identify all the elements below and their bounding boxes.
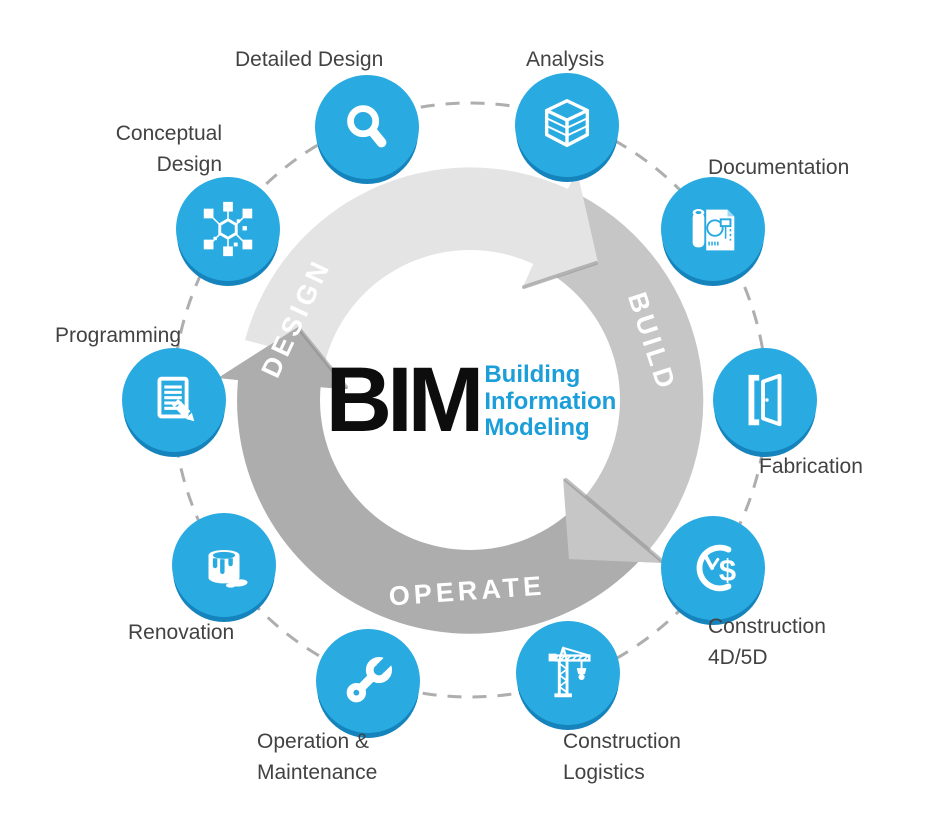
node-label-fabrication: Fabrication xyxy=(759,455,863,478)
arrow-shadows xyxy=(298,261,664,563)
node-label-documentation: Documentation xyxy=(708,156,850,179)
center-hub xyxy=(320,250,620,550)
node-construction-logistics xyxy=(516,621,620,725)
bim-expansion-line: Building xyxy=(484,360,581,388)
node-programming xyxy=(122,348,226,452)
node-operation-maintenance xyxy=(316,629,420,733)
magnifier-icon xyxy=(347,105,387,148)
node-documentation xyxy=(661,177,765,281)
bim-expansion: Building Information Modeling xyxy=(484,360,617,443)
svg-text:$: $ xyxy=(719,553,736,588)
node-label-renovation: Renovation xyxy=(128,621,235,644)
bim-acronym: BIM xyxy=(325,349,485,451)
bim-title-block: BIM Building Information Modeling xyxy=(326,354,617,446)
network-icon xyxy=(203,201,253,257)
node-conceptual-design xyxy=(176,177,280,281)
clock-dollar-icon: $ xyxy=(696,544,736,592)
node-label-conceptual-design: Conceptual Design xyxy=(115,122,222,176)
bim-expansion-line: Information xyxy=(484,387,617,415)
node-label-construction-4d5d: Construction 4D/5D xyxy=(708,615,826,669)
document-pencil-icon xyxy=(157,376,195,422)
node-label-programming: Programming xyxy=(55,324,182,347)
node-analysis xyxy=(515,73,619,177)
node-label-analysis: Analysis xyxy=(526,48,605,71)
node-detailed-design xyxy=(315,75,419,179)
node-construction-4d5d: $ xyxy=(661,516,765,620)
paint-bucket-icon xyxy=(208,549,248,588)
door-icon xyxy=(748,373,782,427)
cube-icon xyxy=(544,99,590,148)
operate-arrowhead xyxy=(218,327,348,389)
blueprint-icon xyxy=(692,209,735,251)
node-label-operation-maintenance: Operation & Maintenance xyxy=(257,730,378,784)
node-label-construction-logistics: Construction Logistics xyxy=(563,730,681,784)
crane-icon xyxy=(548,646,591,698)
bim-expansion-line: Modeling xyxy=(484,414,590,442)
node-fabrication xyxy=(713,348,817,452)
node-renovation xyxy=(172,513,276,617)
wrench-icon xyxy=(346,656,393,703)
design-arrowhead xyxy=(522,171,598,289)
node-label-detailed-design: Detailed Design xyxy=(235,48,384,71)
